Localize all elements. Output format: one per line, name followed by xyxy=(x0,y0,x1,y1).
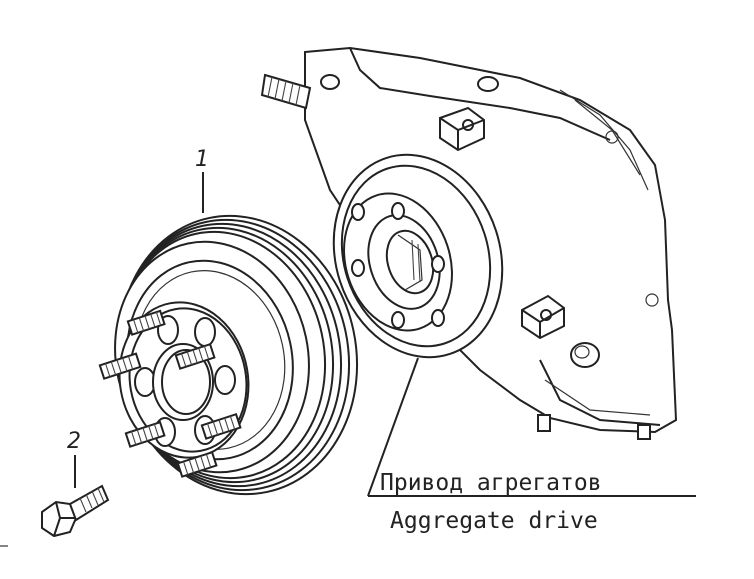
pulley-studs xyxy=(98,309,242,478)
caption-block: Привод агрегатов Aggregate drive xyxy=(367,357,696,534)
caption-russian: Привод агрегатов xyxy=(380,470,602,496)
bolt-part-2 xyxy=(41,484,110,538)
callout-2: 2 xyxy=(67,429,81,488)
caption-english: Aggregate drive xyxy=(390,508,598,534)
aggregate-drive-housing xyxy=(260,46,678,440)
callout-1: 1 xyxy=(195,147,209,213)
pulley-part-1 xyxy=(98,214,359,496)
housing-stud xyxy=(260,73,312,110)
callout-2-number: 2 xyxy=(67,429,81,454)
callout-1-number: 1 xyxy=(195,147,209,172)
